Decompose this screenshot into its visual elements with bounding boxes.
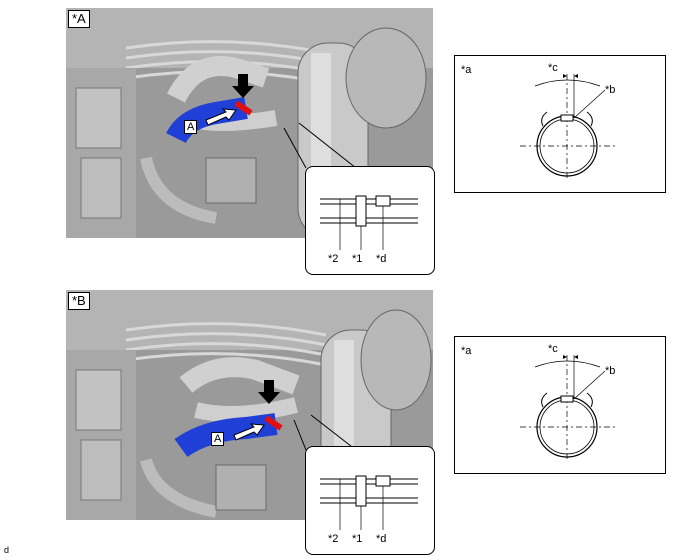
hose-clamp-a	[234, 100, 253, 116]
engine-illustration-b: *B A	[66, 290, 433, 520]
inset-label-2: *2	[328, 253, 339, 265]
view-label-a: A	[184, 120, 198, 134]
inset-label-1: *1	[352, 533, 363, 545]
down-arrow-b	[258, 380, 280, 404]
clamp-label-b: *b	[605, 365, 616, 377]
inset-label-2: *2	[328, 533, 339, 545]
view-label-b: A	[211, 432, 225, 446]
engine-illustration-a: *A A	[66, 8, 433, 238]
clamp-label-c: *c	[548, 62, 558, 74]
figure-code: d	[4, 545, 10, 555]
clamp-label-b: *b	[605, 84, 616, 96]
down-arrow-a	[232, 74, 254, 98]
clamp-detail-a: *a *c *b	[454, 55, 666, 193]
view-arrow-a	[205, 108, 237, 126]
hose-inset-a: *2 *1 *d	[305, 166, 435, 275]
panel-tag-b: *B	[68, 292, 90, 310]
clamp-label-c: *c	[548, 343, 558, 355]
clamp-detail-b: *a *c *b	[454, 336, 666, 474]
hose-inset-b: *2 *1 *d	[305, 446, 435, 555]
inset-label-1: *1	[352, 253, 363, 265]
inset-label-d: *d	[376, 253, 387, 265]
inset-label-d: *d	[376, 533, 387, 545]
panel-tag-a: *A	[68, 10, 90, 28]
view-arrow-b	[233, 423, 265, 441]
clamp-label-a: *a	[461, 345, 472, 357]
clamp-label-a: *a	[461, 64, 472, 76]
hose-clamp-b	[264, 415, 283, 431]
